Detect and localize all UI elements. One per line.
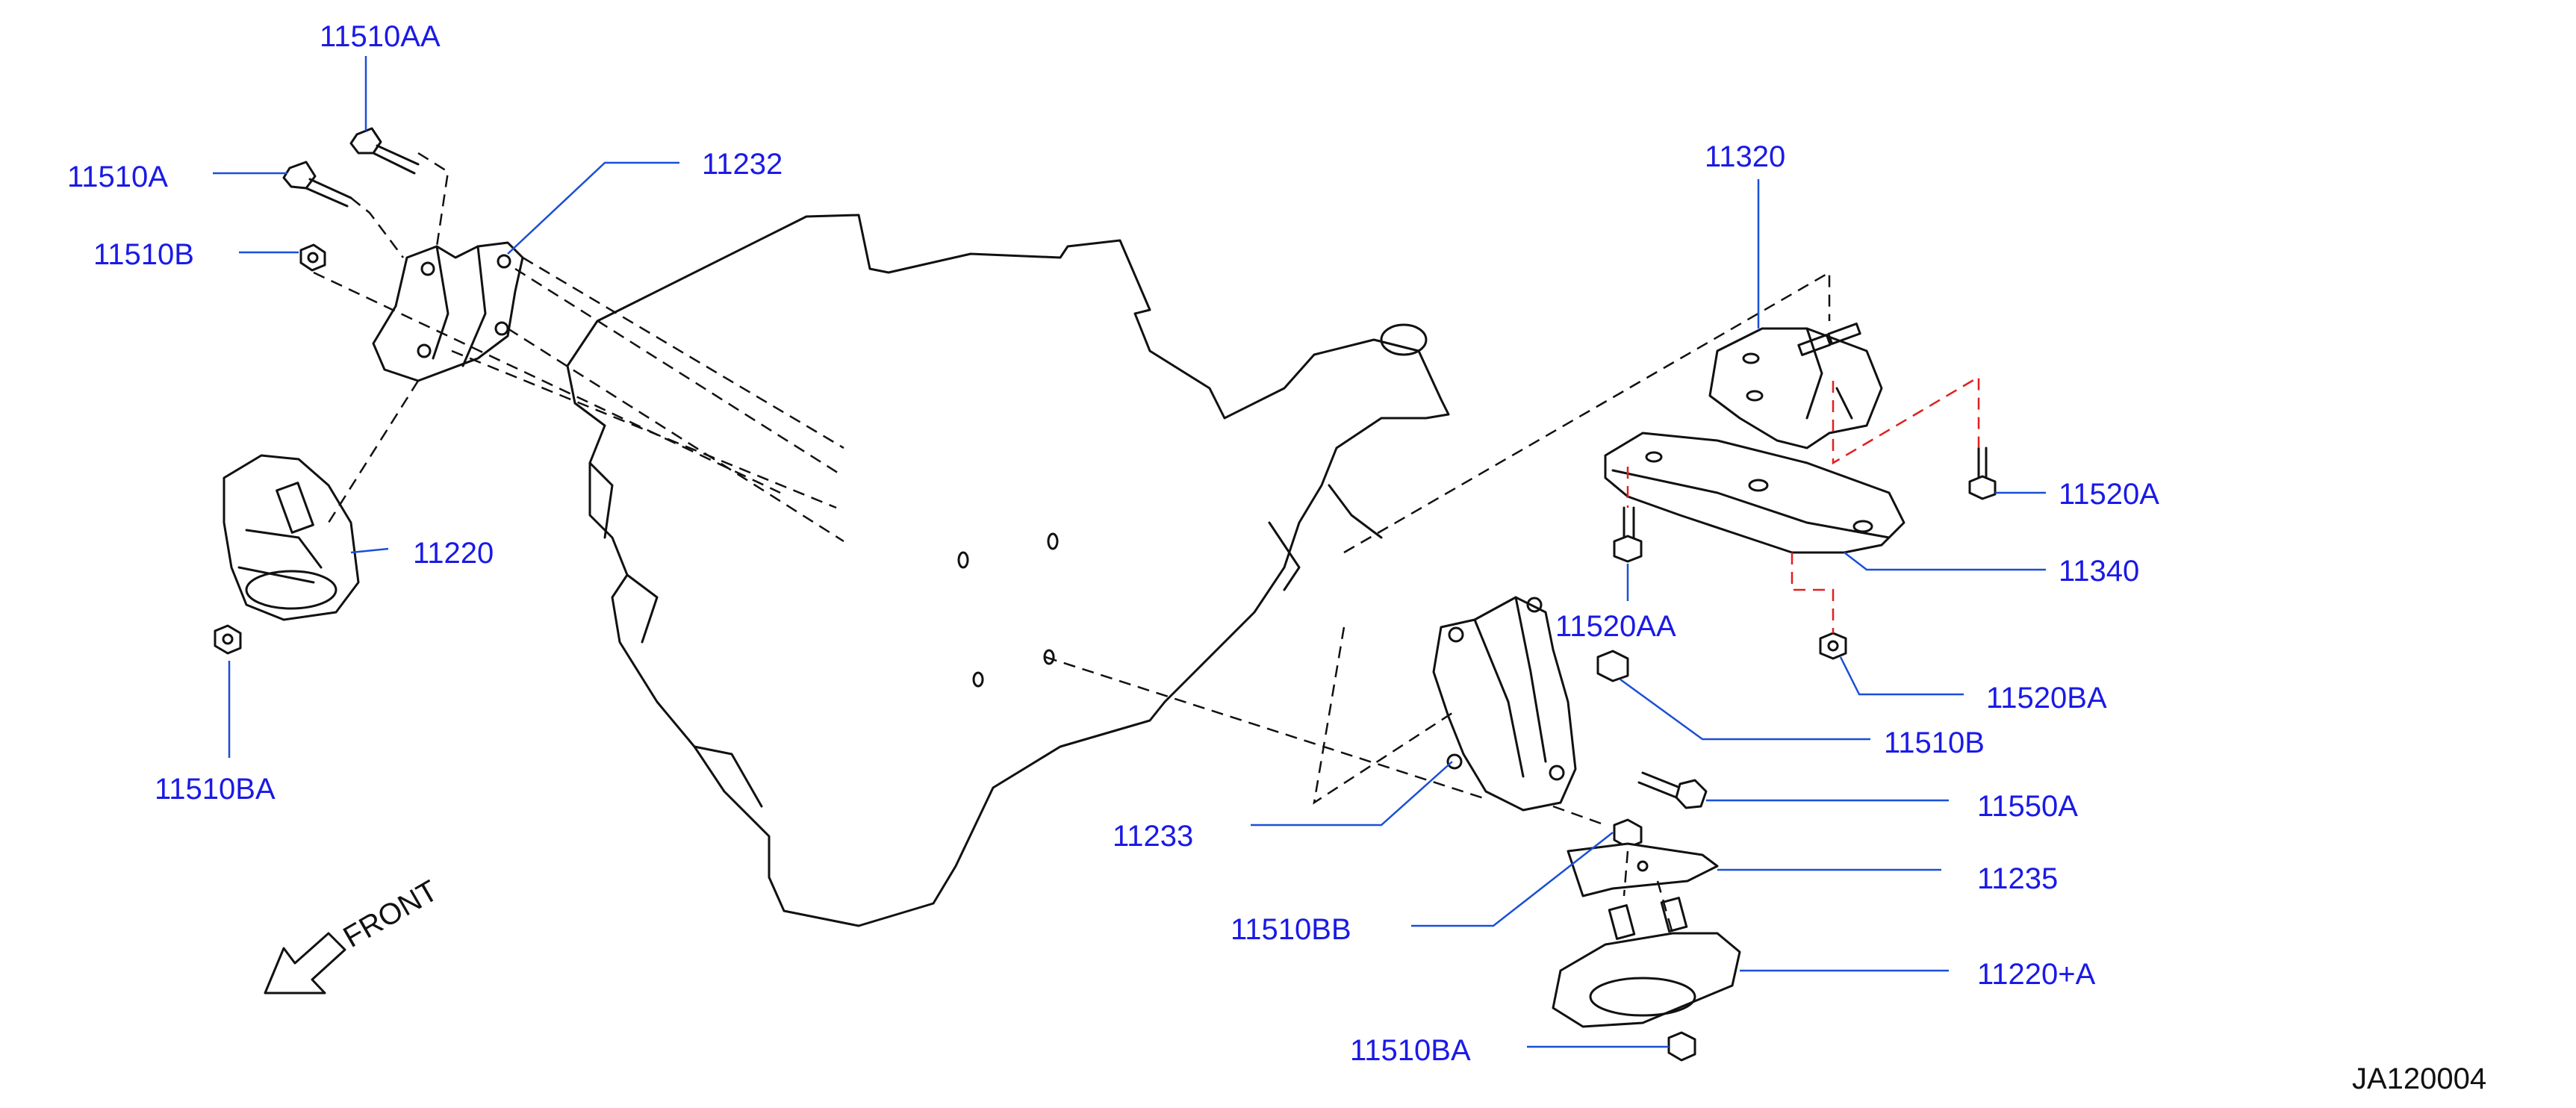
engine-block (566, 214, 1450, 927)
label-11520A[interactable]: 11520A (2059, 478, 2159, 511)
label-11510BA-left[interactable]: 11510BA (155, 773, 276, 806)
nut-11510BB (1613, 818, 1643, 849)
label-11520BA[interactable]: 11520BA (1986, 682, 2107, 715)
bolt-11510AA-top (349, 127, 420, 175)
label-11233[interactable]: 11233 (1113, 820, 1193, 853)
label-11340[interactable]: 11340 (2059, 555, 2139, 588)
label-11550A[interactable]: 11550A (1977, 790, 2078, 823)
bolt-11550A (1637, 771, 1708, 809)
leader-lines (213, 56, 2046, 1048)
nut-11520BA (1819, 632, 1847, 660)
label-11510AA-top[interactable]: 11510AA (320, 20, 441, 53)
diagram-code: JA120004 (2352, 1062, 2486, 1095)
part-11235-plate (1567, 842, 1719, 897)
bolt-11510A-left (282, 161, 352, 208)
part-labels: 11510AA 11510A 11510B 11232 11220 11510B… (67, 20, 2159, 1067)
front-arrow-icon (264, 932, 346, 995)
label-11232[interactable]: 11232 (702, 148, 783, 181)
part-11220A-insulator (1552, 897, 1741, 1028)
nut-11510B-right (1596, 650, 1629, 682)
nut-11510BA-right (1667, 1031, 1696, 1062)
part-11340-crossmember (1604, 432, 1905, 554)
label-11320[interactable]: 11320 (1705, 140, 1785, 173)
bolt-11520A (1968, 446, 1997, 500)
part-11233-bracket (1432, 596, 1577, 812)
label-11510BA-right[interactable]: 11510BA (1350, 1034, 1471, 1067)
label-11520AA[interactable]: 11520AA (1555, 610, 1676, 643)
label-11510B-right[interactable]: 11510B (1884, 726, 1985, 759)
label-11510B-left[interactable]: 11510B (93, 238, 194, 271)
alignment-lines (313, 152, 1980, 934)
part-11232-bracket (372, 241, 524, 382)
nut-11510BA-left (214, 624, 242, 655)
part-11320-insulator (1708, 323, 1883, 449)
label-11220A[interactable]: 11220+A (1977, 958, 2096, 991)
part-11220-insulator (223, 454, 360, 621)
nut-11510B-left (299, 243, 326, 272)
bolt-11520AA (1613, 506, 1643, 563)
label-11510BB[interactable]: 11510BB (1231, 913, 1351, 946)
label-11220[interactable]: 11220 (413, 537, 494, 570)
front-direction-indicator: FRONT (264, 874, 444, 995)
front-label: FRONT (338, 874, 444, 954)
label-11510A-left[interactable]: 11510A (67, 161, 168, 193)
label-11235[interactable]: 11235 (1977, 862, 2058, 895)
